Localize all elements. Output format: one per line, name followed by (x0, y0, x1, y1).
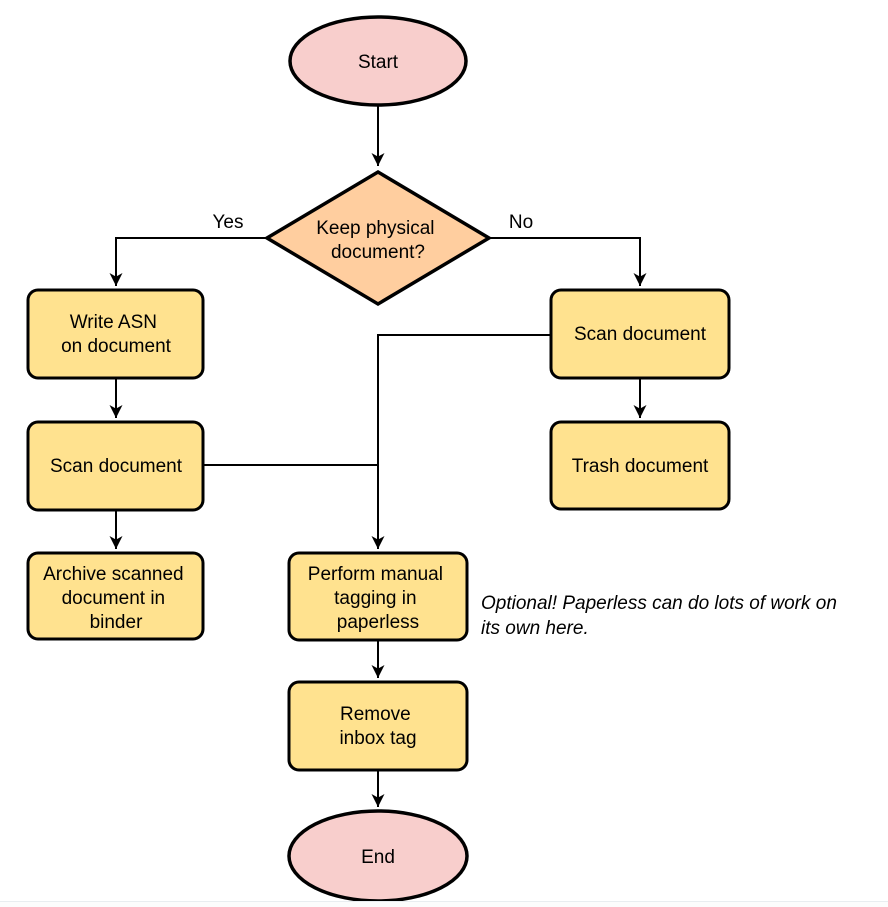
remove-inbox-label: Remove inbox tag (339, 704, 416, 749)
start-label: Start (358, 52, 399, 73)
end-label: End (361, 847, 395, 868)
edge-decision-yes-to-write-asn (109, 237, 266, 286)
scan-right-label: Scan document (574, 324, 707, 345)
decision-label: Keep physical document? (316, 218, 440, 263)
trash-label: Trash document (572, 456, 709, 477)
edge-scan-right-to-tagging (371, 334, 551, 549)
write-asn-label: Write ASN on document (61, 312, 172, 357)
process-remove-inbox (287, 680, 469, 772)
process-write-asn (26, 288, 205, 380)
process-scan-right (549, 288, 731, 380)
edge-decision-no-to-scan-right (490, 237, 647, 286)
no-branch-label: No (509, 212, 533, 233)
process-scan-left (26, 420, 205, 512)
optional-note: Optional! Paperless can do lots of work … (481, 593, 842, 639)
decision-diamond (263, 169, 493, 307)
process-trash (549, 420, 731, 511)
start-terminator (288, 15, 468, 107)
tagging-label: Perform manual tagging in paperless (308, 564, 448, 633)
process-tagging (287, 551, 469, 642)
process-archive (26, 551, 205, 641)
archive-label: Archive scanned document in binder (43, 564, 189, 633)
page-bottom-strip (0, 902, 888, 907)
scan-left-label: Scan document (50, 456, 183, 477)
yes-branch-label: Yes (213, 212, 244, 233)
